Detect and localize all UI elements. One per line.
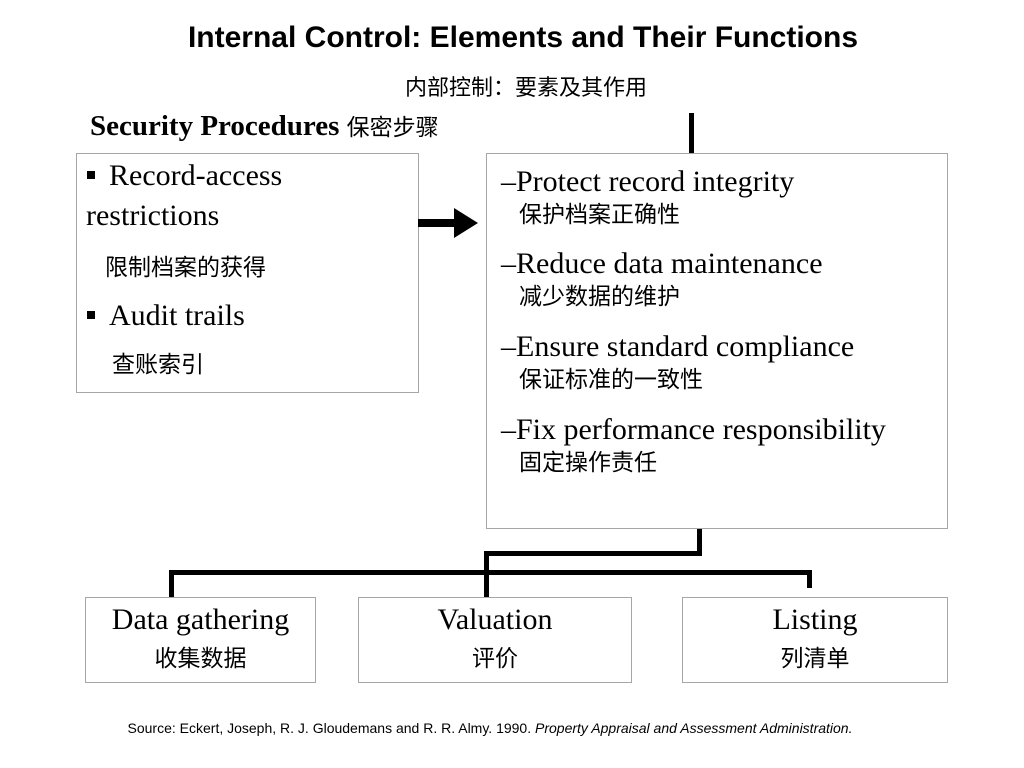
bullet-icon bbox=[87, 311, 95, 320]
function-item-zh: 减少数据的维护 bbox=[519, 284, 680, 310]
bullet-icon bbox=[87, 171, 95, 180]
procedure-item: Record-access bbox=[87, 158, 282, 194]
function-item: –Fix performance responsibility 固定操作责任 bbox=[501, 412, 886, 478]
output-box-data-gathering: Data gathering 收集数据 bbox=[85, 597, 316, 683]
output-box-listing: Listing 列清单 bbox=[682, 597, 948, 683]
procedure-item-zh: 限制档案的获得 bbox=[105, 255, 266, 281]
functions-box: –Protect record integrity 保护档案正确性 –Reduc… bbox=[486, 153, 948, 529]
procedure-item-continuation: restrictions bbox=[86, 199, 220, 232]
function-item: –Ensure standard compliance 保证标准的一致性 bbox=[501, 329, 854, 395]
function-item-en: –Fix performance responsibility bbox=[501, 413, 886, 446]
output-box-valuation: Valuation 评价 bbox=[358, 597, 632, 683]
output-label-en: Listing bbox=[772, 603, 858, 636]
function-item-zh: 固定操作责任 bbox=[519, 450, 657, 476]
output-label-en: Valuation bbox=[437, 603, 553, 636]
source-prefix: Source: Eckert, Joseph, R. J. Gloudemans… bbox=[127, 720, 535, 736]
function-item-zh: 保证标准的一致性 bbox=[519, 367, 703, 393]
connector-middle-horizontal bbox=[486, 551, 702, 556]
procedure-item: Audit trails bbox=[87, 298, 245, 334]
procedure-item-zh: 查账索引 bbox=[112, 352, 204, 378]
security-procedures-box: Record-access restrictions 限制档案的获得 Audit… bbox=[76, 153, 419, 393]
connector-top-vertical bbox=[689, 113, 694, 153]
source-citation: Source: Eckert, Joseph, R. J. Gloudemans… bbox=[0, 718, 980, 738]
right-arrow-icon bbox=[418, 208, 478, 238]
slide-title: Internal Control: Elements and Their Fun… bbox=[187, 21, 859, 54]
function-item-en: –Protect record integrity bbox=[501, 165, 795, 198]
function-item: –Reduce data maintenance 减少数据的维护 bbox=[501, 246, 823, 312]
output-label-zh: 列清单 bbox=[780, 646, 850, 672]
slide-subtitle: 内部控制：要素及其作用 bbox=[404, 76, 647, 101]
section-heading: Security Procedures 保密步骤 bbox=[90, 107, 439, 147]
output-label-en: Data gathering bbox=[111, 603, 290, 636]
connector-lower-horizontal bbox=[169, 570, 812, 575]
procedure-item-en: Record-access bbox=[109, 159, 283, 192]
procedure-item-en: Audit trails bbox=[109, 299, 245, 332]
function-item-en: –Ensure standard compliance bbox=[501, 330, 855, 363]
output-label-zh: 评价 bbox=[472, 646, 518, 672]
connector-left-drop bbox=[169, 570, 174, 597]
source-title: Property Appraisal and Assessment Admini… bbox=[535, 720, 853, 736]
function-item-en: –Reduce data maintenance bbox=[501, 247, 823, 280]
function-item: –Protect record integrity 保护档案正确性 bbox=[501, 164, 794, 230]
connector-down-from-functions bbox=[697, 529, 702, 553]
function-item-zh: 保护档案正确性 bbox=[519, 202, 680, 228]
section-heading-zh: 保密步骤 bbox=[346, 115, 439, 141]
section-heading-en: Security Procedures bbox=[90, 110, 340, 142]
output-label-zh: 收集数据 bbox=[154, 646, 247, 672]
connector-right-drop bbox=[807, 570, 812, 588]
